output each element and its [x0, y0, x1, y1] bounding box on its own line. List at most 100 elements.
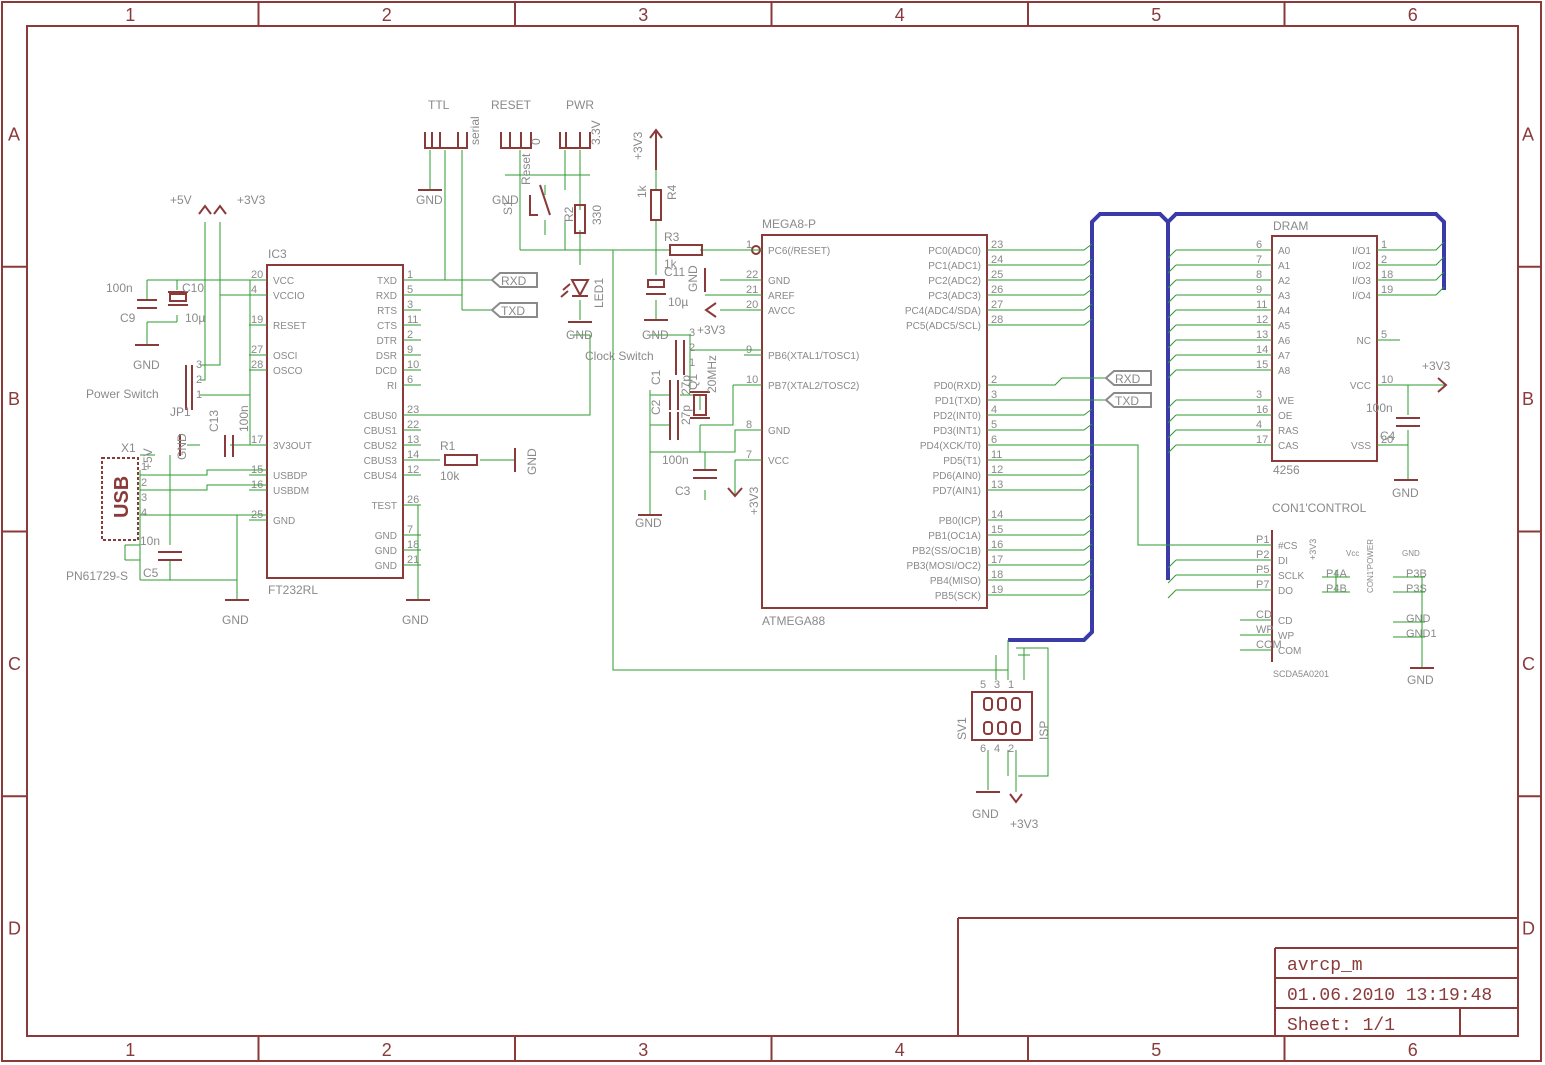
plus3v3-label: +3V3 — [237, 193, 266, 207]
svg-text:1: 1 — [1008, 679, 1014, 691]
ic3-pin-name: VCCIO — [273, 291, 305, 302]
usb-label: USB — [111, 476, 133, 518]
ic3-pin-num: 28 — [251, 359, 263, 371]
dram-pin-num: 1 — [1381, 239, 1387, 251]
q1-value: 20MHz — [705, 355, 719, 393]
mcu-pin-name: GND — [768, 426, 790, 437]
sd-gnd-pin: GND — [1406, 613, 1431, 625]
sdcard-pin-name: DO — [1278, 586, 1293, 597]
dram-pin-name: A1 — [1278, 261, 1291, 272]
sdcard-pin-name: DI — [1278, 556, 1288, 567]
ic3-pin-name: VCC — [273, 276, 294, 287]
frame-row-left-A: A — [8, 124, 20, 144]
ic3-pin-num: 2 — [407, 329, 413, 341]
dram-pin-num: 18 — [1381, 269, 1393, 281]
ic3-pin-num: 27 — [251, 344, 263, 356]
frame-row-left-D: D — [8, 919, 21, 939]
frame-col-top-2: 2 — [382, 5, 392, 25]
ic3-pin-name: GND — [375, 531, 397, 542]
mcu-pin-name: PD4(XCK/T0) — [920, 441, 981, 452]
ic3-pin-num: 13 — [407, 434, 419, 446]
sdcard-pin-name: WP — [1278, 631, 1294, 642]
ic3-pin-num: 19 — [251, 314, 263, 326]
sdcard-pin-name: SCLK — [1278, 571, 1304, 582]
sdcard-connector: CON1'CONTROL SCDA5A0201 P1#CSP2DIP5SCLKP… — [1254, 501, 1437, 687]
mcu-pin-num: 4 — [991, 404, 997, 416]
mcu-ref: MEGA8-P — [762, 217, 816, 231]
ic3-pin-name: DSR — [376, 351, 397, 362]
dram-pin-num: 2 — [1381, 254, 1387, 266]
ic3-pin-num: 7 — [407, 524, 413, 536]
sdcard-pin-num: P5 — [1256, 564, 1269, 576]
mcu-pin-name: PC3(ADC3) — [928, 291, 981, 302]
title-block: avrcp_m 01.06.2010 13:19:48 Sheet: 1/1 — [957, 917, 1518, 1036]
ic3-pin-name: TEST — [371, 501, 397, 512]
ic3-pin-name: CTS — [377, 321, 397, 332]
mcu-pin-num: 6 — [991, 434, 997, 446]
mcu-pin-num: 15 — [991, 524, 1003, 536]
frame-col-bottom-1: 1 — [125, 1040, 135, 1060]
mcu-value: ATMEGA88 — [762, 614, 825, 628]
r3-value: 1k — [664, 257, 678, 271]
mcu-pin-num: 3 — [991, 389, 997, 401]
dram-pin-name: A0 — [1278, 246, 1291, 257]
ic3-pin-name: RTS — [377, 306, 397, 317]
frame-col-top-6: 6 — [1408, 5, 1418, 25]
ic3-pin-name: GND — [375, 561, 397, 572]
mcu-pin-name: PB6(XTAL1/TOSC1) — [768, 351, 859, 362]
r4-ref: R4 — [665, 184, 679, 200]
jp1-ref: JP1 — [170, 405, 191, 419]
plus3v3-r4-label: +3V3 — [631, 131, 645, 160]
svg-text:3: 3 — [141, 492, 147, 504]
sdcard-value: SCDA5A0201 — [1273, 669, 1329, 679]
drawing-name: avrcp_m — [1287, 956, 1363, 976]
dram-ref: DRAM — [1273, 219, 1308, 233]
mcu-pin-name: AVCC — [768, 306, 795, 317]
rxd-flag-ic3: RXD — [501, 274, 527, 288]
ic3-pin-name: USBDM — [273, 486, 309, 497]
isp-label: ISP — [1037, 721, 1051, 740]
svg-text:6: 6 — [980, 743, 986, 755]
mcu-pin-name: PB5(SCK) — [935, 591, 981, 602]
mcu-pin-num: 22 — [746, 269, 758, 281]
pn61729-label: PN61729-S — [66, 569, 128, 583]
mcu-pin-num: 5 — [991, 419, 997, 431]
c9-ref: C9 — [120, 311, 136, 325]
gnd-mcu: GND — [686, 265, 700, 292]
ic3-value: FT232RL — [268, 583, 318, 597]
c9-value: 100n — [106, 281, 133, 295]
dram-pin-name: A7 — [1278, 351, 1291, 362]
ic3-pin-name: CBUS2 — [364, 441, 398, 452]
dram-pin-name: I/O2 — [1352, 261, 1371, 272]
ic3-pin-name: TXD — [377, 276, 397, 287]
sdcard-pin-num: P1 — [1256, 534, 1269, 546]
sd-p3s: P3S — [1406, 583, 1427, 595]
ic3-pin-num: 6 — [407, 374, 413, 386]
svg-text:1: 1 — [196, 389, 202, 401]
mcu-pin-num: 23 — [991, 239, 1003, 251]
gnd-dram: GND — [1392, 486, 1419, 500]
mcu-pin-num: 20 — [746, 299, 758, 311]
mcu-pin-num: 28 — [991, 314, 1003, 326]
ic3-pin-num: 11 — [407, 314, 418, 326]
dram-pin-num: 17 — [1256, 434, 1268, 446]
ic3-pin-num: 1 — [407, 269, 413, 281]
plus3v3-avcc-label: +3V3 — [697, 323, 726, 337]
c11-value: 10µ — [668, 295, 688, 309]
plus3v3-dram-label: +3V3 — [1422, 359, 1451, 373]
ic3-pin-name: GND — [273, 516, 295, 527]
ic3-pin-name: CBUS3 — [364, 456, 398, 467]
c13-ref: C13 — [207, 410, 221, 432]
dram-pin-name: VCC — [1350, 381, 1371, 392]
led1-ref: LED1 — [592, 278, 606, 308]
c5-ref: C5 — [143, 566, 159, 580]
ic3-ref: IC3 — [268, 247, 287, 261]
gnd-reset: GND — [492, 193, 519, 207]
sdcard-pin-num: COM — [1256, 639, 1282, 651]
sd-3v3-label: +3V3 — [1308, 539, 1318, 560]
power-switch-label: Power Switch — [86, 387, 159, 401]
mcu-pin-num: 10 — [746, 374, 758, 386]
frame-col-bottom-3: 3 — [638, 1040, 648, 1060]
dram-pin-name: I/O4 — [1352, 291, 1371, 302]
txd-flag-mcu: TXD — [1115, 394, 1139, 408]
